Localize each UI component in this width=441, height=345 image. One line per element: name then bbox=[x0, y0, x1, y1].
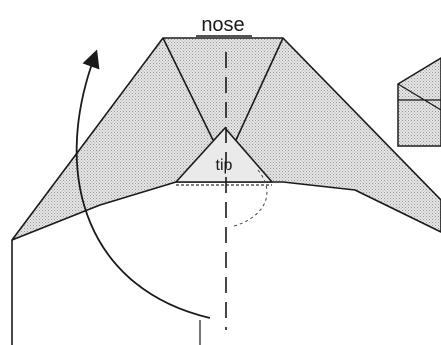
tip-label: tip bbox=[216, 157, 233, 174]
left-inner-crease bbox=[162, 37, 214, 141]
inset-fold-lines bbox=[397, 83, 441, 111]
tip-fold-arrow bbox=[233, 169, 268, 227]
fold-up-arrow bbox=[75, 49, 211, 319]
right-inner-crease bbox=[235, 37, 284, 141]
inset-shape bbox=[397, 57, 441, 147]
tip-triangle bbox=[175, 127, 273, 183]
nose-label: nose bbox=[201, 14, 244, 36]
